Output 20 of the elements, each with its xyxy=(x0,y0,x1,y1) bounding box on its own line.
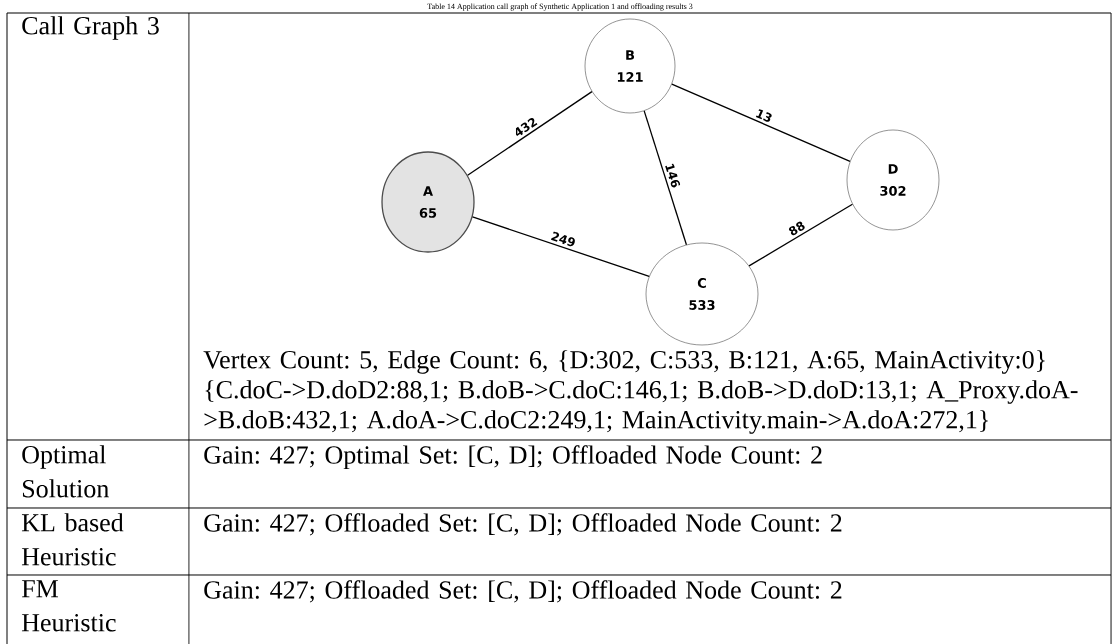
cell-text: Optimal Solution xyxy=(22,445,109,498)
edge-line xyxy=(471,216,650,277)
cell-text: Call Graph 3 xyxy=(22,16,159,40)
cell-text: FM Heuristic xyxy=(21,580,116,632)
edge-label: 88 xyxy=(785,218,808,238)
cell-text: KL based Heuristic xyxy=(21,513,124,566)
graph-summary: Vertex Count: 5, Edge Count: 6, {D:302, C:533, B:121, A:65, MainActivity:0} xyxy=(203,350,1045,374)
edge-list: {C.doC->D.doD2:88,1; B.doB->C.doC:146,1; B.doB->D.doD:13,1; A_Proxy.doA->B.doB:432,1; A.doA->C.doC2:249,1; MainActivity.main->A.doA:272,1} xyxy=(204,380,1078,434)
edge-line xyxy=(748,203,854,267)
edge-line xyxy=(643,110,688,246)
table-title: Table 14 Application call graph of Synthetic Application 1 and offloading results 3 xyxy=(427,3,693,11)
edge-label: 146 xyxy=(663,160,683,191)
edge-label: 13 xyxy=(753,106,775,125)
cell-text: Gain: 427; Optimal Set: [C, D]; Offloaded Node Count: 2 xyxy=(204,445,822,470)
edge-line xyxy=(671,83,851,162)
cell-text: Gain: 427; Offloaded Set: [C, D]; Offloaded Node Count: 2 xyxy=(204,513,842,536)
edge-line xyxy=(467,90,593,176)
edge-label: 249 xyxy=(548,229,578,249)
edge-label: 432 xyxy=(511,114,540,140)
cell-text: Gain: 427; Offloaded Set: [C, D]; Offloaded Node Count: 2 xyxy=(204,580,842,603)
